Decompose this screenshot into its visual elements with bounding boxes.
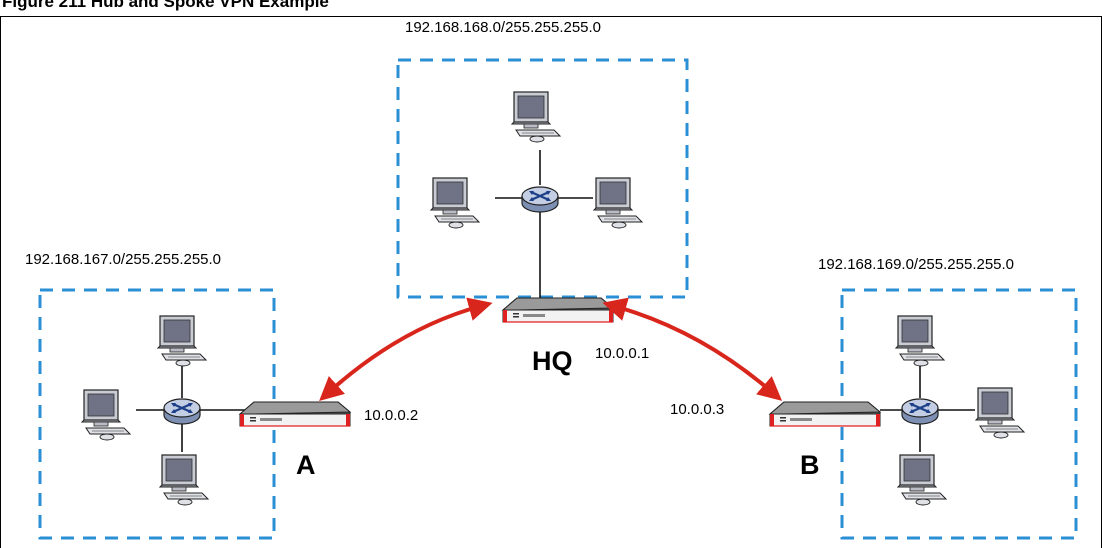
- hq-top-computer-icon: [511, 91, 561, 143]
- hq-switch-icon: [520, 185, 560, 214]
- a-lan-links: [136, 362, 245, 452]
- b-zywall-icon: [769, 401, 881, 427]
- hq-lan-links: [495, 150, 593, 302]
- a-switch-icon: [162, 397, 202, 426]
- b-lan-links: [880, 362, 975, 452]
- vpn-tunnel-hq-b-arrow: [602, 297, 783, 401]
- hq-ip-label: 10.0.0.1: [595, 345, 649, 362]
- b-right-computer-icon: [975, 387, 1025, 439]
- hq-left-computer-icon: [430, 177, 480, 229]
- a-ip-label: 10.0.0.2: [364, 407, 418, 424]
- a-top-computer-icon: [157, 315, 207, 367]
- b-network-label: 192.168.169.0/255.255.255.0: [818, 256, 1014, 273]
- b-top-computer-icon: [895, 315, 945, 367]
- figure-caption-strip: Figure 211 Hub and Spoke VPN Example: [0, 0, 1102, 16]
- vpn-tunnel-hq-a-arrow: [319, 297, 493, 402]
- hq-site-label: HQ: [532, 346, 573, 376]
- hq-network-label: 192.168.168.0/255.255.255.0: [405, 19, 601, 36]
- a-left-computer-icon: [81, 389, 131, 441]
- figure-caption: Figure 211 Hub and Spoke VPN Example: [2, 0, 329, 11]
- b-ip-label: 10.0.0.3: [670, 401, 724, 418]
- hq-lan-box: [396, 58, 689, 299]
- a-bottom-computer-icon: [159, 454, 209, 506]
- hq-zywall-icon: [502, 297, 614, 323]
- a-site-label: A: [296, 450, 316, 480]
- b-switch-icon: [900, 397, 940, 426]
- hq-right-computer-icon: [593, 177, 643, 229]
- a-lan-box: [38, 288, 276, 540]
- a-network-label: 192.168.167.0/255.255.255.0: [25, 251, 221, 268]
- a-zywall-icon: [239, 401, 351, 427]
- b-site-label: B: [800, 450, 820, 480]
- b-bottom-computer-icon: [897, 454, 947, 506]
